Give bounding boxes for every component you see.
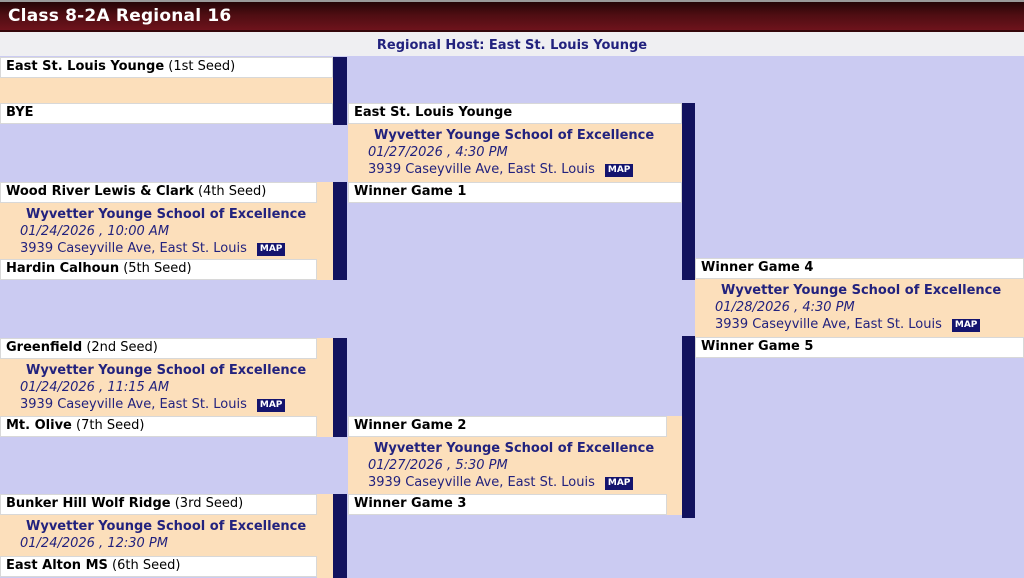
- game-address-line: 3939 Caseyville Ave, East St. Louis MAP: [368, 161, 682, 178]
- team-seed: (1st Seed): [168, 59, 236, 74]
- team-seed: (6th Seed): [112, 558, 181, 573]
- game-5-info: Wyvetter Younge School of Excellence 01/…: [348, 437, 682, 494]
- team-name: Bunker Hill Wolf Ridge: [6, 496, 171, 511]
- game-datetime: 01/24/2026 , 11:15 AM: [20, 380, 170, 395]
- advancer-cell-east-st-louis-younge: East St. Louis Younge: [348, 103, 682, 124]
- map-link[interactable]: MAP: [604, 477, 634, 490]
- team-cell-bye: BYE: [0, 103, 333, 124]
- game-1-info: Wyvetter Younge School of Excellence 01/…: [0, 203, 333, 259]
- team-seed: (5th Seed): [123, 261, 192, 276]
- winner-cell-game-5: Winner Game 5: [695, 337, 1024, 358]
- winner-label: Winner Game 1: [354, 184, 467, 199]
- team-name: Hardin Calhoun: [6, 261, 120, 276]
- map-link[interactable]: MAP: [951, 319, 981, 332]
- game-venue: Wyvetter Younge School of Excellence: [721, 283, 1002, 298]
- team-cell-bunker-hill-wolf-ridge: Bunker Hill Wolf Ridge (3rd Seed): [0, 494, 317, 515]
- game-datetime: 01/27/2026 , 5:30 PM: [368, 458, 508, 473]
- game-address: 3939 Caseyville Ave, East St. Louis: [368, 475, 595, 490]
- team-seed: (4th Seed): [197, 184, 267, 199]
- bracket-connector: [333, 182, 347, 280]
- team-cell-hardin-calhoun: Hardin Calhoun (5th Seed): [0, 259, 317, 280]
- game-venue: Wyvetter Younge School of Excellence: [26, 519, 307, 534]
- winner-cell-game-2: Winner Game 2: [348, 416, 667, 437]
- team-name: Wood River Lewis & Clark: [6, 184, 194, 199]
- game-venue: Wyvetter Younge School of Excellence: [26, 207, 307, 222]
- page-title: Class 8-2A Regional 16: [8, 6, 232, 26]
- team-seed: (3rd Seed): [174, 496, 244, 511]
- winner-label: Winner Game 3: [354, 496, 467, 511]
- game-datetime: 01/24/2026 , 12:30 PM: [20, 536, 168, 551]
- championship-game-info: Wyvetter Younge School of Excellence 01/…: [695, 279, 1024, 337]
- game-address-line: 3939 Caseyville Ave, East St. Louis MAP: [368, 474, 682, 491]
- game-address-line: 3939 Caseyville Ave, East St. Louis MAP: [20, 396, 333, 413]
- team-cell-greenfield: Greenfield (2nd Seed): [0, 338, 317, 359]
- team-cell-wood-river-lewis-clark: Wood River Lewis & Clark (4th Seed): [0, 182, 317, 203]
- bracket-connector: [333, 494, 347, 578]
- team-name: Greenfield: [6, 340, 83, 355]
- game-venue: Wyvetter Younge School of Excellence: [26, 363, 307, 378]
- game-gap-bye: [0, 78, 333, 103]
- game-address-line: 3939 Caseyville Ave, East St. Louis MAP: [715, 316, 1024, 333]
- game-2-info: Wyvetter Younge School of Excellence 01/…: [0, 359, 333, 416]
- bracket-connector: [682, 103, 695, 280]
- winner-label: Winner Game 2: [354, 418, 467, 433]
- winner-label: Winner Game 4: [701, 260, 814, 275]
- game-venue: Wyvetter Younge School of Excellence: [374, 441, 655, 456]
- team-seed: (7th Seed): [76, 418, 145, 433]
- game-venue: Wyvetter Younge School of Excellence: [374, 128, 655, 143]
- game-datetime: 01/27/2026 , 4:30 PM: [368, 145, 508, 160]
- map-link[interactable]: MAP: [256, 399, 286, 412]
- bracket-connector: [333, 57, 347, 125]
- winner-cell-game-4: Winner Game 4: [695, 258, 1024, 279]
- team-name: East St. Louis Younge: [6, 59, 165, 74]
- bracket-connector: [682, 336, 695, 518]
- game-datetime: 01/28/2026 , 4:30 PM: [715, 300, 855, 315]
- map-link[interactable]: MAP: [256, 243, 286, 256]
- winner-cell-game-3: Winner Game 3: [348, 494, 667, 515]
- map-link[interactable]: MAP: [604, 164, 634, 177]
- game-3-info: Wyvetter Younge School of Excellence 01/…: [0, 515, 333, 556]
- game-datetime: 01/24/2026 , 10:00 AM: [20, 224, 170, 239]
- page-title-bar: Class 8-2A Regional 16: [0, 0, 1024, 32]
- game-address: 3939 Caseyville Ave, East St. Louis: [368, 162, 595, 177]
- game-4-info: Wyvetter Younge School of Excellence 01/…: [348, 124, 682, 182]
- advancer-label: East St. Louis Younge: [354, 105, 513, 120]
- winner-label: Winner Game 5: [701, 339, 814, 354]
- game-address: 3939 Caseyville Ave, East St. Louis: [20, 241, 247, 256]
- team-name: Mt. Olive: [6, 418, 72, 433]
- team-name: East Alton MS: [6, 558, 108, 573]
- regional-host-bar: Regional Host: East St. Louis Younge: [0, 32, 1024, 56]
- team-cell-east-alton-ms: East Alton MS (6th Seed): [0, 556, 317, 577]
- game-address: 3939 Caseyville Ave, East St. Louis: [715, 317, 942, 332]
- game-address-line: 3939 Caseyville Ave, East St. Louis MAP: [20, 240, 333, 257]
- game-address: 3939 Caseyville Ave, East St. Louis: [20, 397, 247, 412]
- team-seed: (2nd Seed): [86, 340, 158, 355]
- bracket-connector: [333, 338, 347, 437]
- team-cell-east-st-louis-younge: East St. Louis Younge (1st Seed): [0, 57, 333, 78]
- team-cell-mt-olive: Mt. Olive (7th Seed): [0, 416, 317, 437]
- winner-cell-game-1: Winner Game 1: [348, 182, 682, 203]
- regional-host-text: Regional Host: East St. Louis Younge: [376, 38, 648, 53]
- team-name: BYE: [6, 105, 34, 120]
